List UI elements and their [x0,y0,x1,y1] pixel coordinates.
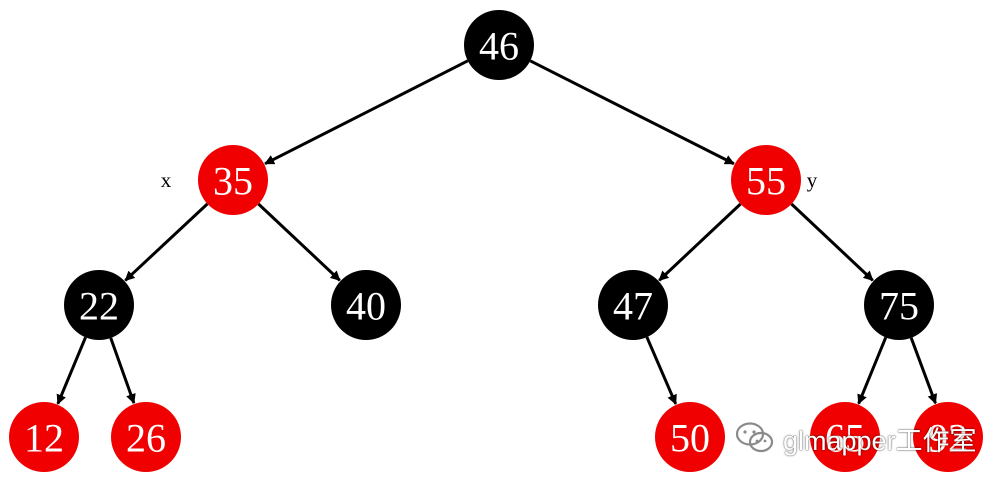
node-value: 22 [79,284,119,329]
node-circle [464,10,534,80]
edge-46-55 [529,59,735,166]
node-value: 92 [928,416,968,461]
watermark-text: glmapper工作室 [783,425,977,456]
node-circle [864,270,934,340]
node-circle [198,145,268,215]
node-value: 35 [213,159,253,204]
edge-22-26 [109,337,136,405]
edges-layer [56,59,938,405]
node-circle [731,145,801,215]
tree-node-92: 92 [913,402,983,472]
tree-node-46: 46 [464,10,534,80]
node-value: 40 [346,284,386,329]
node-circle [111,402,181,472]
node-value: 47 [613,284,653,329]
node-circle [598,270,668,340]
edge-35-40 [257,202,341,282]
node-value: 12 [24,416,64,461]
node-circle [331,270,401,340]
side-label-x: x [161,168,172,192]
edge-35-22 [124,202,209,282]
tree-node-40: 40 [331,270,401,340]
tree-node-22: 22 [64,270,134,340]
node-circle [810,402,880,472]
side-label-y: y [807,168,818,192]
node-value: 26 [126,416,166,461]
edge-46-35 [264,59,469,166]
tree-node-12: 12 [9,402,79,472]
tree-node-47: 47 [598,270,668,340]
edge-75-92 [909,337,938,405]
node-circle [64,270,134,340]
nodes-layer: 46 35 55 22 40 47 75 12 26 50 65 92 [9,10,983,472]
edge-55-75 [790,202,874,282]
node-value: 55 [746,159,786,204]
tree-node-26: 26 [111,402,181,472]
node-circle [655,402,725,472]
node-value: 65 [825,416,865,461]
node-value: 50 [670,416,710,461]
tree-node-75: 75 [864,270,934,340]
tree-node-65: 65 [810,402,880,472]
tree-node-35: 35 [198,145,268,215]
watermark: glmapper工作室 [735,418,977,458]
edge-75-65 [857,336,888,405]
edge-47-50 [645,336,678,405]
edge-22-12 [56,336,87,405]
tree-node-55: 55 [731,145,801,215]
tree-node-50: 50 [655,402,725,472]
node-value: 75 [879,284,919,329]
wechat-icon [735,422,774,453]
node-circle [913,402,983,472]
node-circle [9,402,79,472]
edge-55-47 [658,202,742,282]
node-value: 46 [479,24,519,69]
